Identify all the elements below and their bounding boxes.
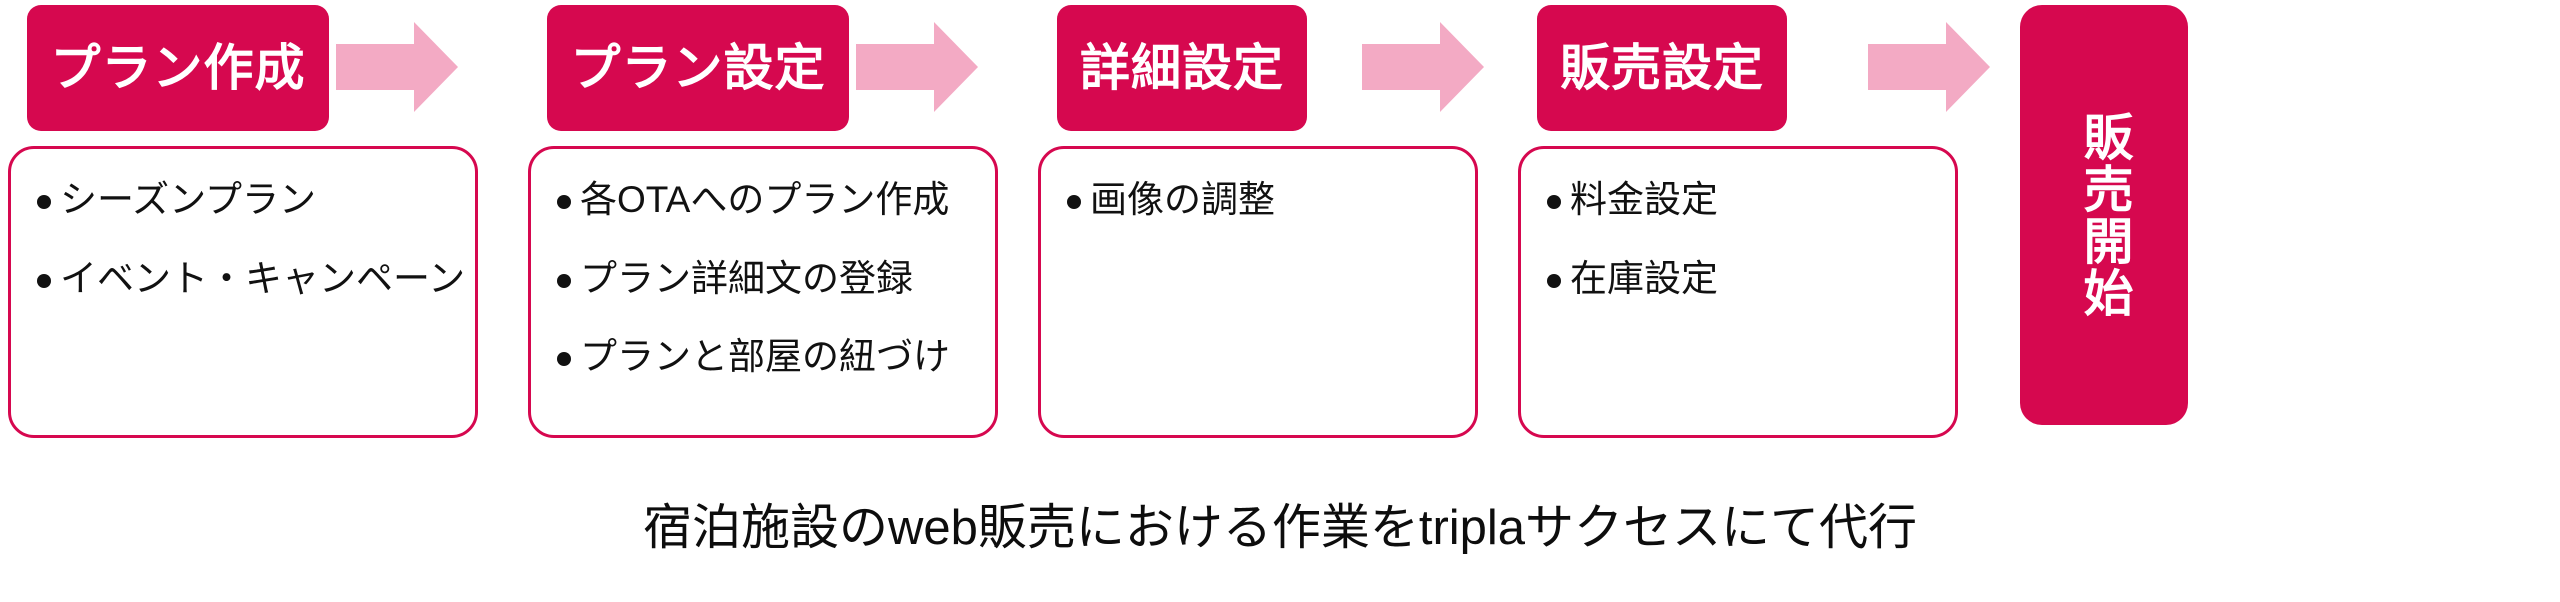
step-4-header-label: 販売設定: [1560, 40, 1764, 96]
step-3-card: 画像の調整: [1038, 146, 1478, 438]
bullet-label: 料金設定: [1570, 179, 1718, 220]
finish-banner-label: 販売開始: [2076, 111, 2133, 319]
step-3-bullet-list: 画像の調整: [1067, 179, 1453, 222]
finish-banner[interactable]: 販売開始: [2020, 5, 2188, 425]
step-3-header-badge[interactable]: 詳細設定: [1057, 5, 1307, 131]
bullet-dot-icon: [37, 195, 51, 209]
list-item: 在庫設定: [1547, 258, 1933, 301]
bullet-dot-icon: [37, 273, 51, 288]
bullet-label: シーズンプラン: [60, 179, 317, 220]
step-1-header-badge[interactable]: プラン作成: [27, 5, 329, 131]
bullet-label: 各OTAへのプラン作成: [580, 179, 950, 220]
step-4-bullet-list: 料金設定 在庫設定: [1547, 179, 1933, 300]
step-1-bullet-list: シーズンプラン イベント・キャンペーン: [37, 179, 465, 301]
bullet-dot-icon: [1547, 273, 1561, 288]
diagram-caption: 宿泊施設のweb販売における作業をtriplaサクセスにて代行: [642, 501, 1918, 555]
list-item: 各OTAへのプラン作成: [557, 179, 973, 222]
flow-arrow-2-to-3: [856, 22, 978, 112]
flow-arrow-4-to-finish: [1868, 22, 1990, 112]
step-2-bullet-list: 各OTAへのプラン作成 プラン詳細文の登録 プランと部屋の紐づけ: [557, 179, 973, 379]
bullet-dot-icon: [557, 195, 571, 209]
step-4-card: 料金設定 在庫設定: [1518, 146, 1958, 438]
list-item: シーズンプラン: [37, 179, 453, 222]
bullet-label: プランと部屋の紐づけ: [580, 336, 950, 378]
bullet-label: 画像の調整: [1090, 179, 1275, 220]
list-item: プランと部屋の紐づけ: [557, 336, 973, 379]
bullet-label: イベント・キャンペーン: [60, 257, 466, 299]
list-item: プラン詳細文の登録: [557, 258, 973, 301]
flow-arrow-3-to-4: [1362, 22, 1484, 112]
bullet-label: 在庫設定: [1570, 257, 1718, 299]
list-item: 料金設定: [1547, 179, 1933, 222]
step-3-header-label: 詳細設定: [1080, 40, 1284, 96]
bullet-dot-icon: [1067, 195, 1081, 209]
step-2-header-badge[interactable]: プラン設定: [547, 5, 849, 131]
list-item: 画像の調整: [1067, 179, 1453, 222]
step-2-header-label: プラン設定: [570, 40, 826, 96]
bullet-dot-icon: [557, 273, 571, 288]
step-4-header-badge[interactable]: 販売設定: [1537, 5, 1787, 131]
bullet-dot-icon: [557, 352, 571, 367]
bullet-label: プラン詳細文の登録: [580, 257, 913, 299]
step-1-header-label: プラン作成: [50, 40, 306, 96]
bullet-dot-icon: [1547, 195, 1561, 209]
flow-arrow-1-to-2: [336, 22, 458, 112]
step-1-card: シーズンプラン イベント・キャンペーン: [8, 146, 478, 438]
step-2-card: 各OTAへのプラン作成 プラン詳細文の登録 プランと部屋の紐づけ: [528, 146, 998, 438]
list-item: イベント・キャンペーン: [37, 258, 465, 301]
